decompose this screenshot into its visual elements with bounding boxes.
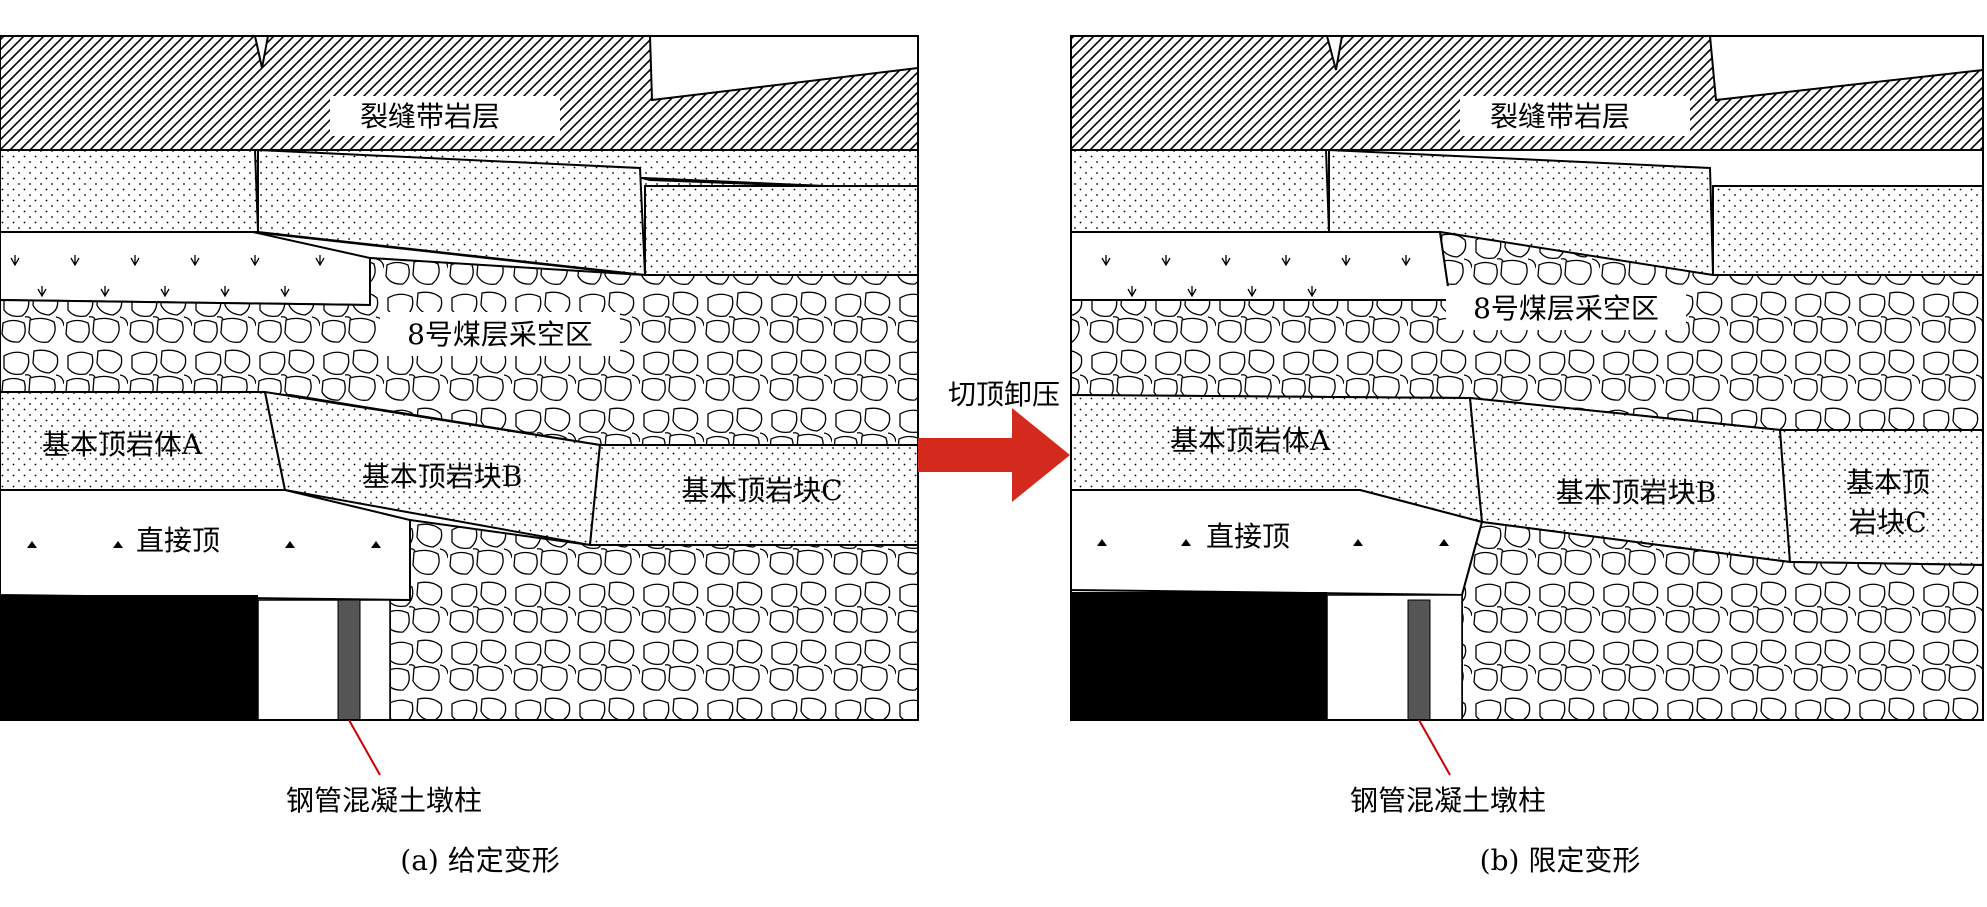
stratum-with-markers xyxy=(1071,232,1450,300)
coal-seam xyxy=(0,595,258,720)
goaf-rubble-lower xyxy=(390,520,918,720)
label-main-roof-body-a: 基本顶岩体A xyxy=(42,428,203,461)
label-pillar-callout: 钢管混凝土墩柱 xyxy=(286,784,482,817)
roadway-space xyxy=(1327,595,1462,720)
stratum-with-markers xyxy=(0,232,370,305)
coal-seam-and-roadway xyxy=(0,595,390,720)
coal-seam xyxy=(1071,592,1327,720)
label-main-roof-block-b: 基本顶岩块B xyxy=(362,460,523,493)
pillar-callout-line xyxy=(349,720,380,775)
steel-pipe-concrete-pillar xyxy=(1408,600,1430,720)
label-main-roof-block-b: 基本顶岩块B xyxy=(1556,476,1717,509)
label-main-roof-block-c-line2: 岩块C xyxy=(1849,506,1926,539)
coal-seam-and-roadway xyxy=(1071,592,1462,720)
label-goaf: 8号煤层采空区 xyxy=(407,318,593,351)
red-arrow-icon xyxy=(918,408,1070,502)
panel-given-deformation: 裂缝带岩层 8号煤层采空区 基本顶岩体A 基本顶岩块B 基本顶岩块C 直接顶 钢… xyxy=(0,36,918,877)
caption-a: (a) 给定变形 xyxy=(400,844,559,877)
panel-limited-deformation: 裂缝带岩层 8号煤层采空区 基本顶岩体A 基本顶岩块B 基本顶 岩块C 直接顶 … xyxy=(1071,36,1983,877)
caption-b: (b) 限定变形 xyxy=(1480,844,1641,877)
label-immediate-roof: 直接顶 xyxy=(136,524,220,557)
label-main-roof-block-c: 基本顶岩块C xyxy=(681,474,842,507)
label-main-roof-block-c-line1: 基本顶 xyxy=(1846,466,1930,499)
transition-arrow: 切顶卸压 xyxy=(918,378,1070,502)
label-immediate-roof: 直接顶 xyxy=(1206,520,1290,553)
label-fractured-zone: 裂缝带岩层 xyxy=(1490,100,1630,133)
steel-pipe-concrete-pillar xyxy=(338,600,360,720)
label-main-roof-body-a: 基本顶岩体A xyxy=(1170,424,1331,457)
pillar-callout-line xyxy=(1419,720,1450,775)
label-goaf: 8号煤层采空区 xyxy=(1473,292,1659,325)
label-fractured-zone: 裂缝带岩层 xyxy=(360,100,500,133)
label-roof-cutting: 切顶卸压 xyxy=(948,378,1060,411)
roadway-space xyxy=(258,600,390,720)
label-pillar-callout: 钢管混凝土墩柱 xyxy=(1350,784,1546,817)
